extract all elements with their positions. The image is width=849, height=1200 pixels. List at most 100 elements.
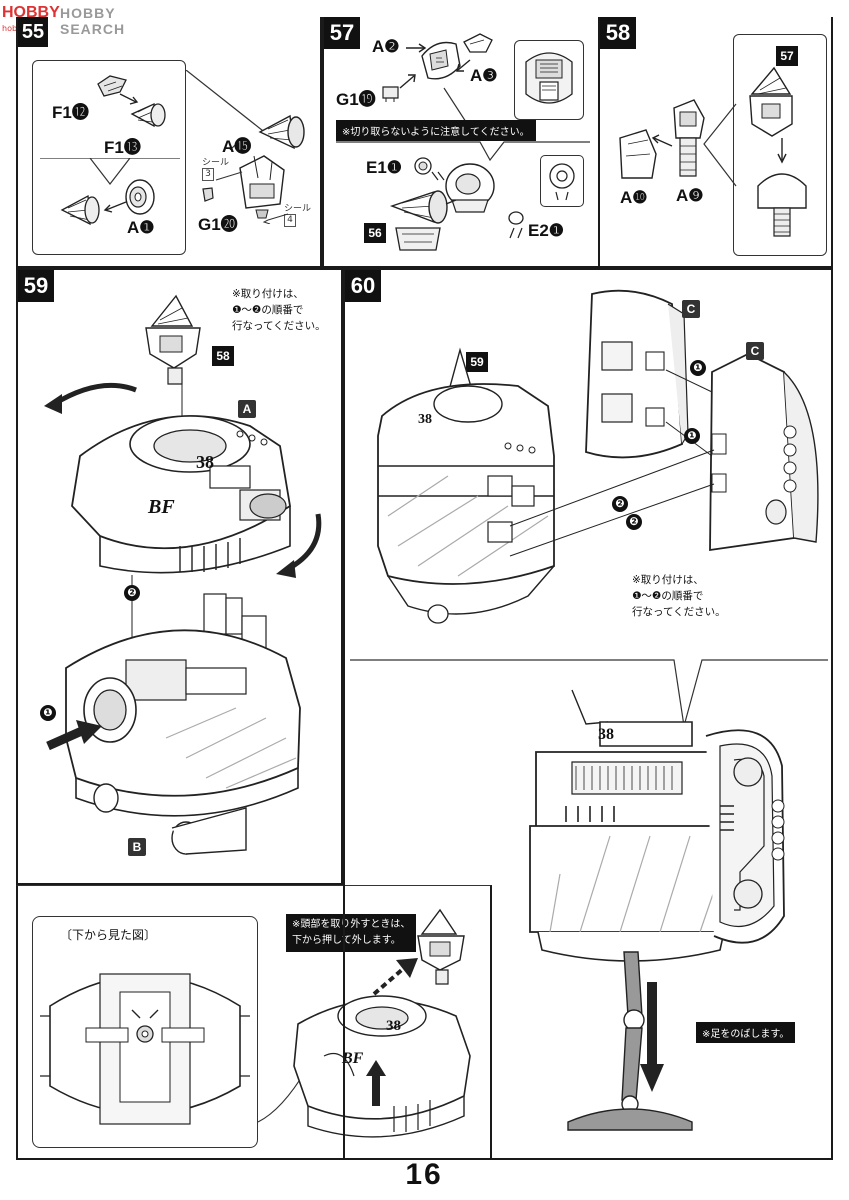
part-a2-label: A❷ (372, 37, 400, 56)
step59-note: ※取り付けは、 ❶～❷の順番で 行なってください。 (232, 286, 326, 334)
bottomview-bf: BF (342, 1050, 364, 1067)
seal4: シール 4 (284, 204, 311, 227)
step59-head (145, 294, 201, 385)
arrow-a2 (406, 43, 427, 53)
step59-number: 59 (18, 270, 54, 302)
step60-down-arrow (640, 982, 664, 1092)
step59-panel (16, 268, 343, 885)
step57-head-assembly (445, 163, 495, 213)
step55-callout-line (185, 70, 273, 150)
step60-armor-c1 (585, 289, 689, 459)
seal4-label: シール (284, 204, 312, 214)
step59-note-line2: ❶～❷の順番で (232, 304, 304, 316)
bottomview-title: 〔下から見た図〕 (60, 928, 157, 942)
seal4-leader (262, 213, 289, 224)
step60-panel (343, 268, 833, 1160)
ref-step57: 57 (776, 46, 798, 66)
bottomview-drawing (40, 973, 250, 1125)
step60-marker-1b: ❶ (684, 428, 700, 444)
step59-letter-a: A (238, 400, 256, 418)
part-a9-drawing (673, 99, 705, 177)
bottomview-head (417, 908, 465, 985)
seal3-leader (215, 171, 243, 181)
step60-body (377, 347, 555, 624)
part-f13-drawing (130, 102, 166, 128)
step59-note-line1: ※取り付けは、 (232, 288, 304, 300)
watermark-logo: HOBBY (2, 4, 60, 21)
arrow-a3 (456, 59, 471, 72)
step57-number: 57 (324, 17, 360, 49)
step59-side-bf: BF (148, 496, 175, 518)
arrow-a1 (103, 201, 127, 213)
bottomview-body (293, 995, 471, 1138)
step58-number: 58 (600, 17, 636, 49)
rotate-arrow-left (44, 382, 137, 414)
step58-head (749, 66, 793, 137)
part-g19-label: G1⓳ (336, 90, 376, 109)
part-a3-label: A❸ (470, 66, 498, 85)
step56-body (395, 227, 441, 251)
step60-letter-c2: C (746, 342, 764, 360)
part-a1-drill (60, 194, 100, 226)
part-e2-arrows (509, 227, 523, 239)
part-a10-drawing (619, 129, 657, 179)
rotate-arrow-right (276, 513, 322, 578)
step59-lower-body (65, 593, 301, 855)
arrow-a10 (651, 134, 673, 147)
step55-divider (40, 158, 180, 185)
step57-detail-inset (514, 40, 584, 120)
part-e2-label: E2❶ (528, 221, 565, 240)
watermark-text: HOBBY SEARCH (60, 5, 126, 37)
part-g19-drawing (382, 86, 399, 102)
step60-side-38: 38 (598, 726, 614, 743)
bottomview-note: ※頭部を取り外すときは、 下から押して外します。 (286, 914, 417, 952)
step58-callout (703, 103, 737, 187)
bottomview-lift-arrow (372, 958, 418, 996)
ref-step59: 59 (466, 352, 488, 372)
bottomview-push-arrow (366, 1060, 386, 1106)
step60-final-assembly (529, 689, 785, 1131)
step58-panel (598, 17, 833, 268)
step55-panel (16, 17, 322, 268)
step60-side-38-top: 38 (418, 412, 432, 427)
step60-leg-note: ※足をのばします。 (696, 1022, 796, 1043)
step60-note: ※取り付けは、 ❶～❷の順番で 行なってください。 (632, 572, 726, 620)
part-e1-arrows (431, 171, 445, 181)
bottomview-note-line1: ※頭部を取り外すときは、 (292, 919, 411, 930)
bottomview-note-line2: 下から押して外します。 (292, 935, 401, 946)
step57-drill (389, 190, 457, 224)
part-a10-label: A❿ (620, 188, 648, 207)
step59-marker-2a: ❷ (124, 585, 140, 601)
part-a1-label: A❶ (127, 218, 155, 237)
bottomview-38: 38 (386, 1018, 401, 1034)
part-g20-drawing (202, 187, 214, 202)
arrow-f12 (119, 93, 139, 105)
part-e2-drawing (508, 211, 524, 225)
arrow-g19 (399, 74, 416, 89)
part-a15-label: A⓯ (222, 137, 252, 156)
step55-number: 55 (18, 17, 48, 47)
part-a2-head (421, 41, 461, 80)
ref-step56: 56 (364, 223, 386, 243)
step60-note-line2: ❶～❷の順番で (632, 590, 704, 602)
part-e1-label: E1❶ (366, 158, 403, 177)
step60-number: 60 (345, 270, 381, 302)
ref-step58: 58 (212, 346, 234, 366)
seal4-number: 4 (284, 214, 296, 227)
step58-box (733, 34, 827, 256)
step59-push-arrow (46, 720, 102, 751)
step57-e-inset-drawing (549, 163, 575, 201)
step60-note-line1: ※取り付けは、 (632, 574, 704, 586)
part-a15-drill (258, 114, 305, 150)
part-f12-drawing (97, 75, 127, 97)
step57-e-inset (540, 155, 584, 207)
step55-detail-box (32, 60, 186, 255)
step59-marker-1: ❶ (40, 705, 56, 721)
seal3: シール 3 (202, 158, 229, 181)
part-f12-label: F1⓬ (52, 103, 89, 122)
part-f13-label: F1⓭ (104, 138, 141, 157)
step60-guide-lines (509, 369, 715, 557)
step57-detail-drawing (525, 52, 573, 104)
step57-divider (336, 141, 590, 162)
seal3-label: シール (202, 158, 230, 168)
